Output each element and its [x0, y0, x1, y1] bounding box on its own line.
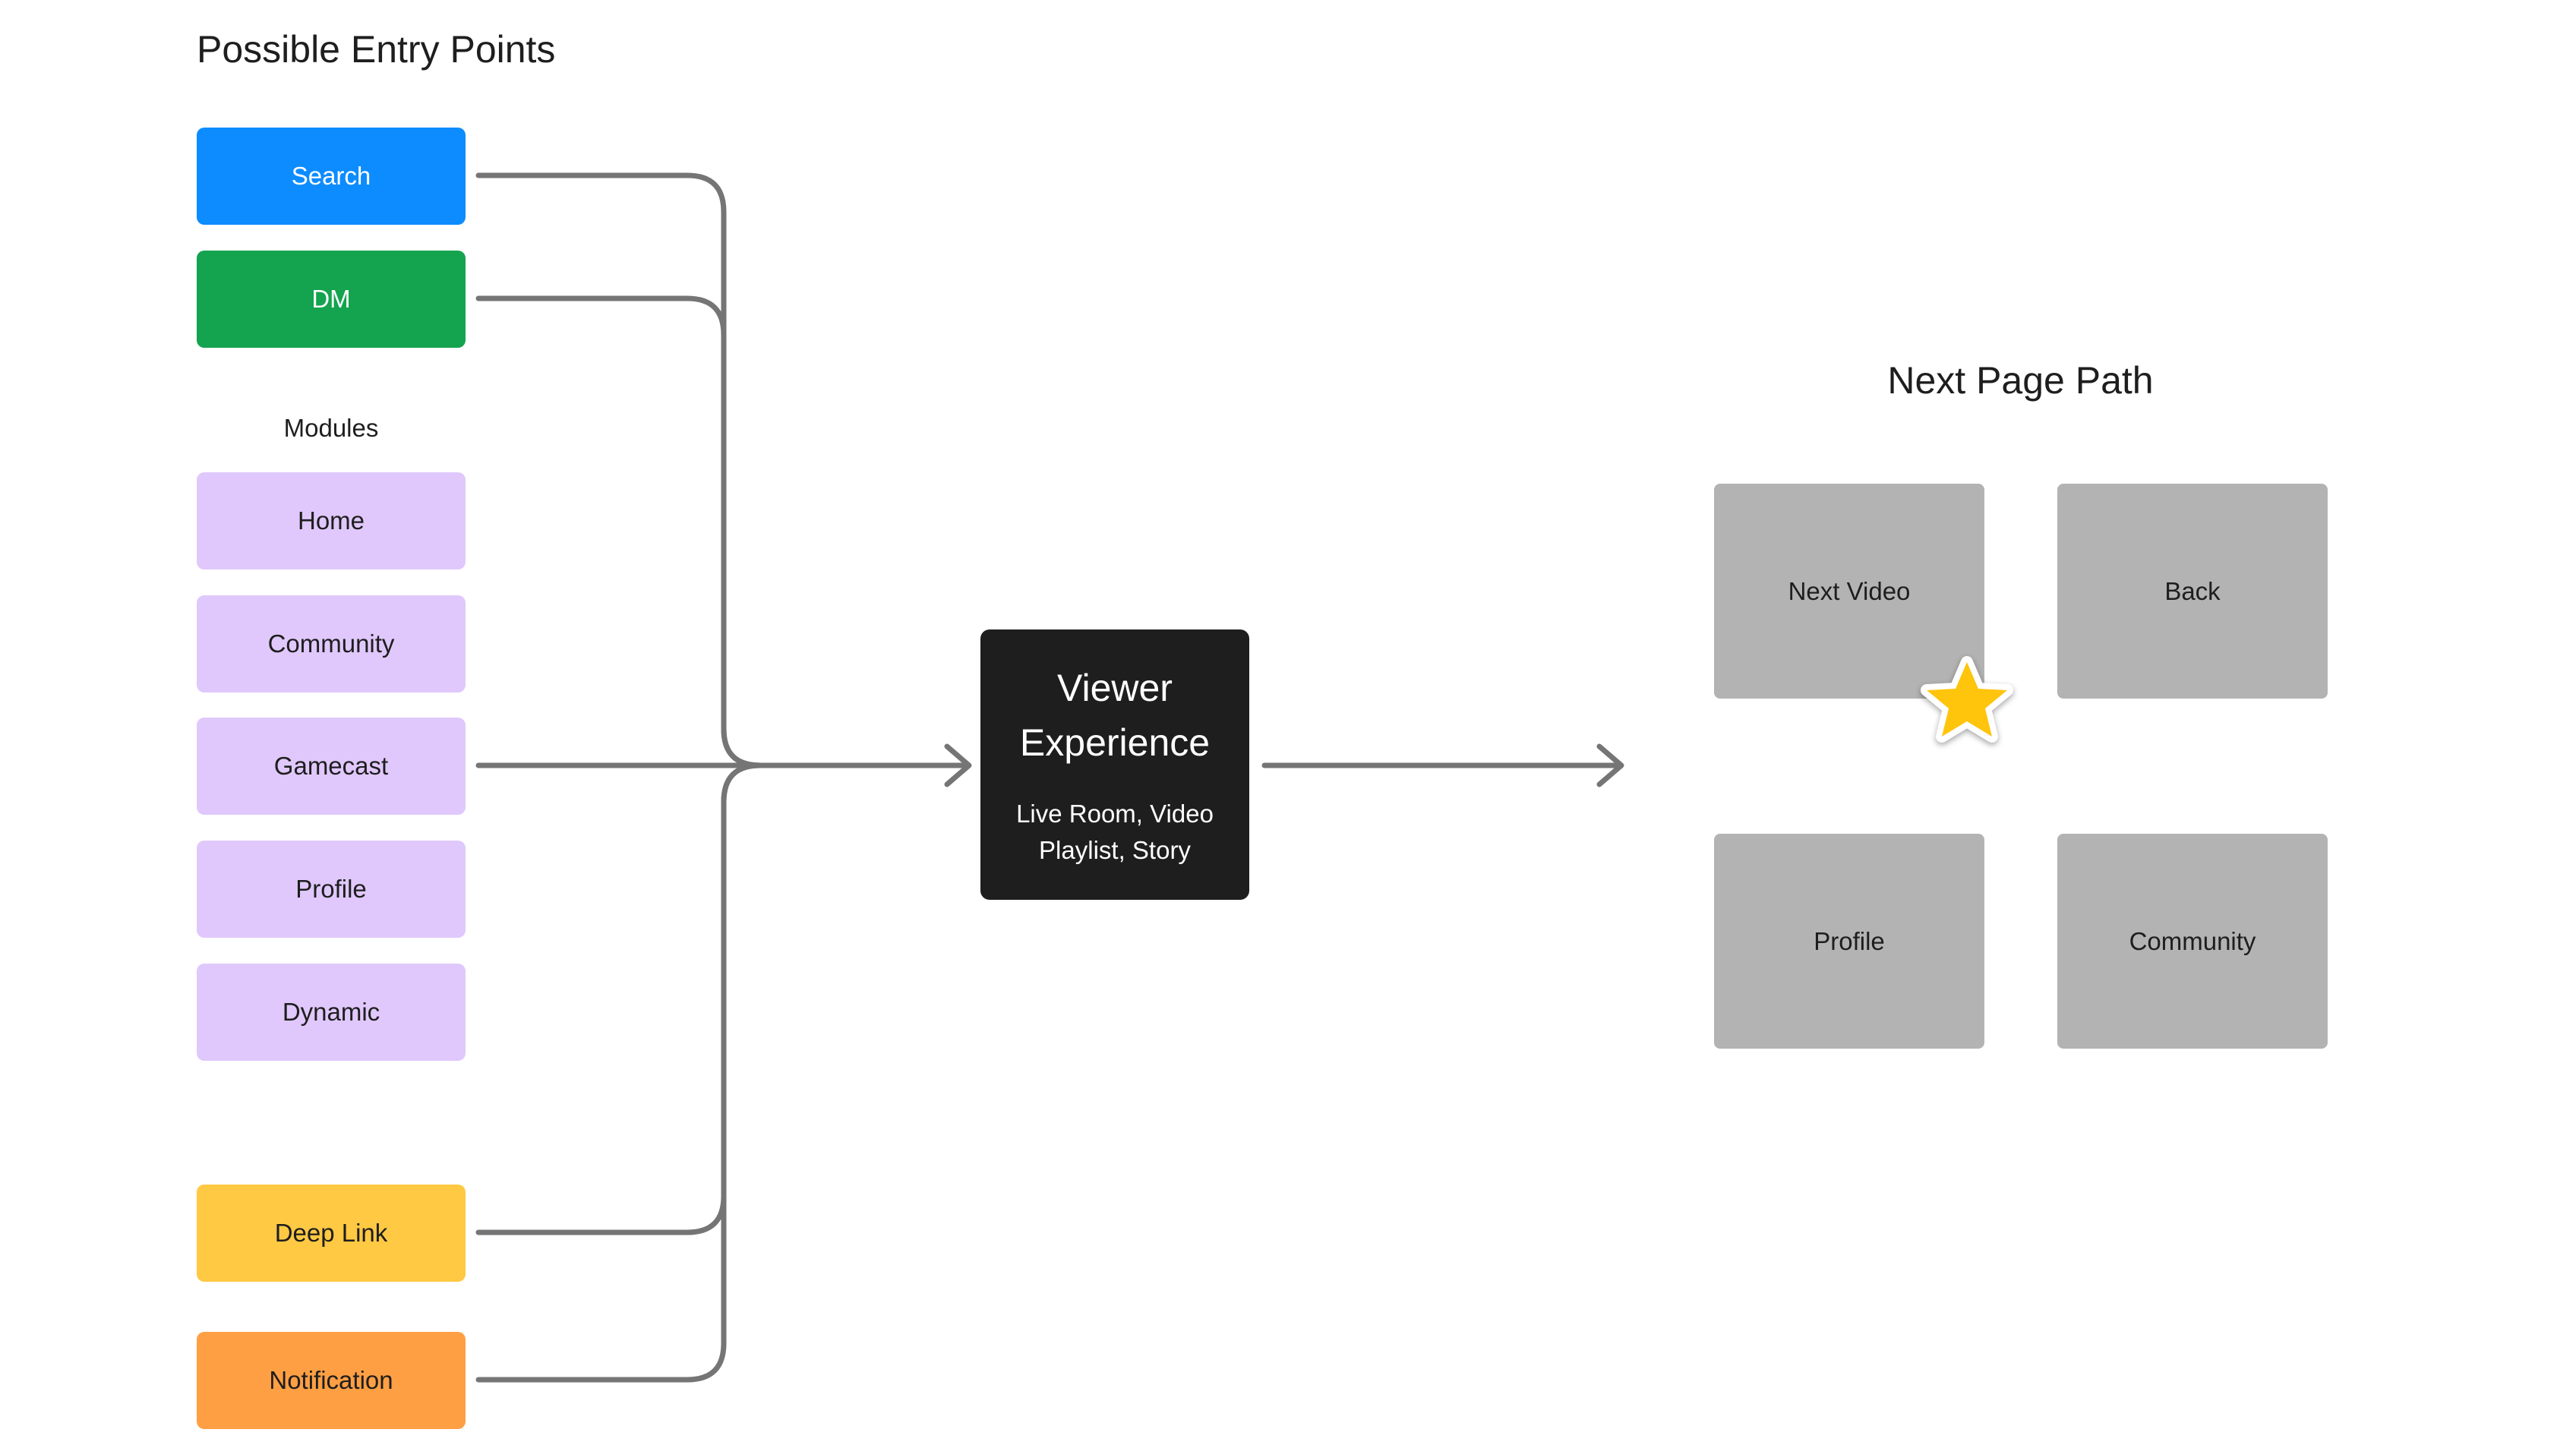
- entry-deep-link[interactable]: Deep Link: [197, 1185, 466, 1282]
- back-box[interactable]: Back: [2057, 484, 2328, 699]
- module-profile[interactable]: Profile: [197, 841, 466, 938]
- module-community[interactable]: Community: [197, 595, 466, 693]
- arrowhead-to-next: [1596, 743, 1624, 787]
- next-video-box[interactable]: Next Video: [1714, 484, 1984, 699]
- modules-label: Modules: [283, 414, 379, 442]
- connector-deep-link: [475, 762, 763, 1235]
- module-home[interactable]: Home: [197, 472, 466, 569]
- next-page-heading: Next Page Path: [1887, 359, 2154, 402]
- module-gamecast[interactable]: Gamecast: [197, 718, 466, 815]
- entry-points-heading: Possible Entry Points: [197, 28, 556, 71]
- module-dynamic[interactable]: Dynamic: [197, 964, 466, 1061]
- viewer-experience-title: Viewer Experience: [1019, 667, 1211, 764]
- arrowhead-to-viewer: [944, 743, 972, 787]
- connector-notification: [475, 762, 763, 1383]
- viewer-experience-box[interactable]: Viewer Experience Live Room, Video Playl…: [980, 629, 1249, 900]
- community-box[interactable]: Community: [2057, 834, 2328, 1049]
- entry-search[interactable]: Search: [197, 128, 466, 225]
- connector-dm: [475, 295, 763, 768]
- profile-box[interactable]: Profile: [1714, 834, 1984, 1049]
- viewer-experience-subtitle: Live Room, Video Playlist, Story: [1016, 800, 1214, 864]
- entry-notification[interactable]: Notification: [197, 1332, 466, 1429]
- connector-search: [475, 172, 763, 768]
- entry-dm[interactable]: DM: [197, 251, 466, 348]
